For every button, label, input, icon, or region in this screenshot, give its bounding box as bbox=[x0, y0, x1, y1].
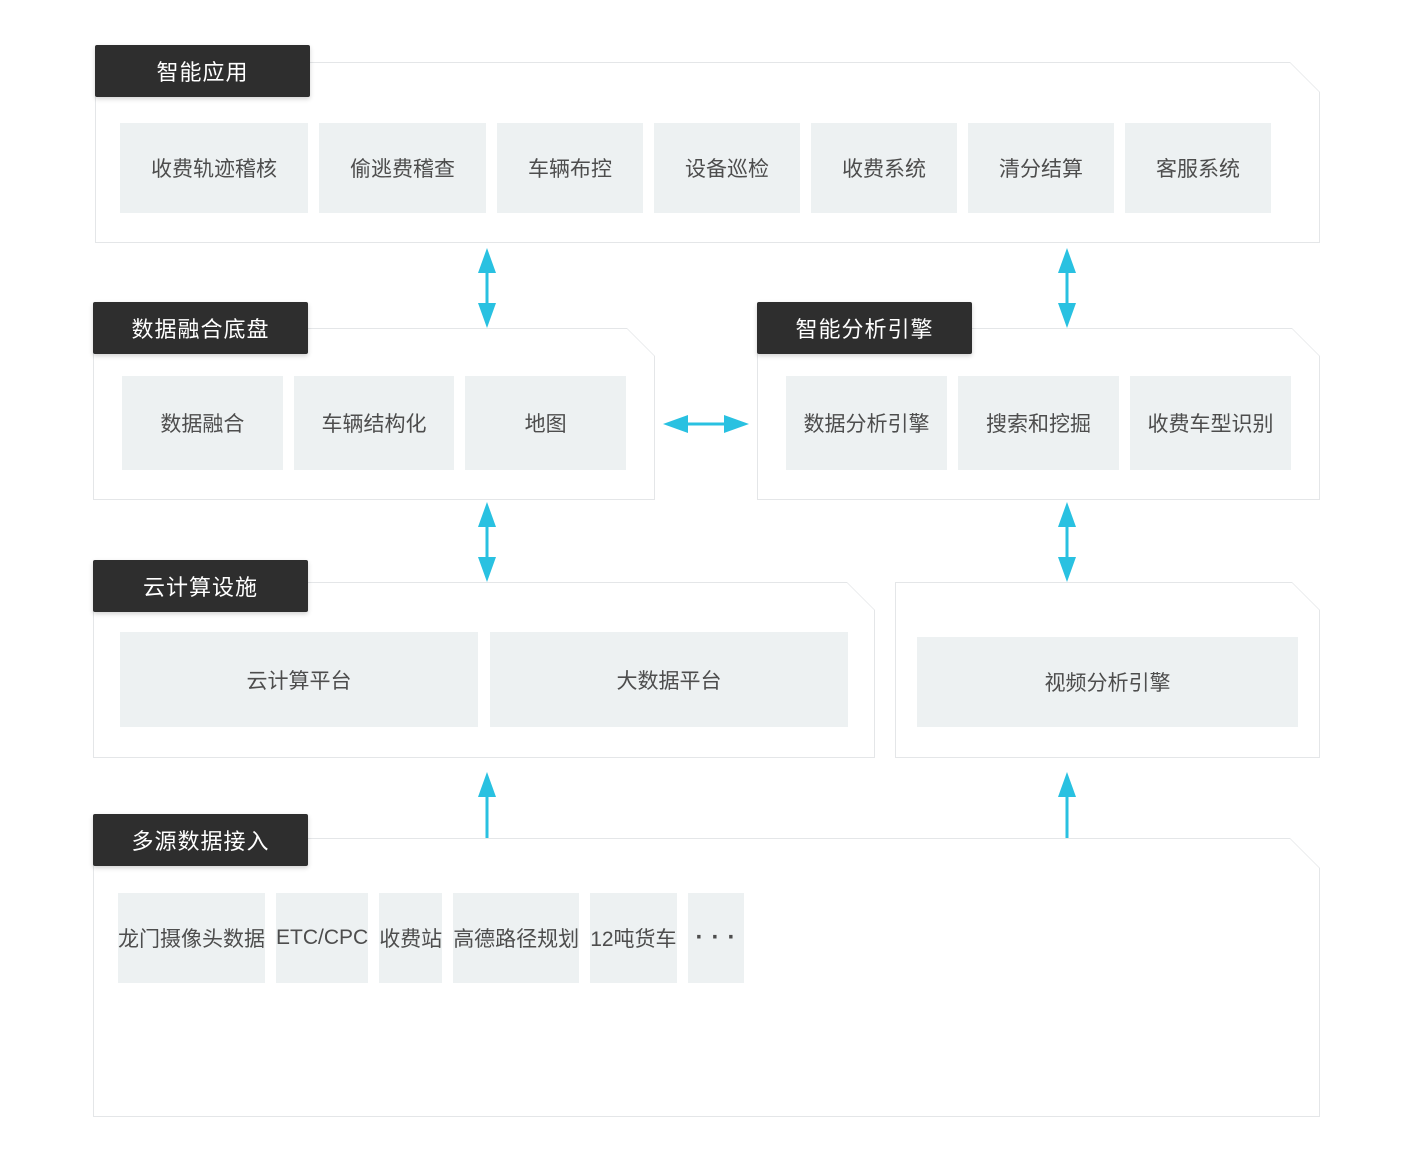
app-box-customer-service: 客服系统 bbox=[1125, 123, 1271, 213]
fusion-box-data-fusion: 数据融合 bbox=[122, 376, 283, 470]
panel-data-sources: 龙门摄像头数据 ETC/CPC 收费站 高德路径规划 12吨货车 ··· bbox=[93, 838, 1320, 1117]
fusion-box-map: 地图 bbox=[465, 376, 626, 470]
panel-analysis-engine: 数据分析引擎 搜索和挖掘 收费车型识别 bbox=[757, 328, 1320, 500]
source-box-amap-route-planning: 高德路径规划 bbox=[453, 893, 579, 983]
smart-apps-items: 收费轨迹稽核 偷逃费稽查 车辆布控 设备巡检 收费系统 清分结算 客服系统 bbox=[95, 62, 1320, 213]
analysis-engine-items: 数据分析引擎 搜索和挖掘 收费车型识别 bbox=[757, 328, 1320, 470]
analysis-box-toll-vehicle-type: 收费车型识别 bbox=[1130, 376, 1291, 470]
app-box-toll-track-audit: 收费轨迹稽核 bbox=[120, 123, 308, 213]
double-arrow-icon bbox=[1058, 502, 1076, 582]
cloud-box-cloud-platform: 云计算平台 bbox=[120, 632, 478, 727]
app-box-clearing-settlement: 清分结算 bbox=[968, 123, 1114, 213]
up-arrow-icon bbox=[1058, 772, 1076, 838]
analysis-box-data-analysis-engine: 数据分析引擎 bbox=[786, 376, 947, 470]
analysis-box-search-mining: 搜索和挖掘 bbox=[958, 376, 1119, 470]
panel-video-engine: 视频分析引擎 bbox=[895, 582, 1320, 758]
double-arrow-icon bbox=[478, 502, 496, 582]
app-box-toll-system: 收费系统 bbox=[811, 123, 957, 213]
double-arrow-icon bbox=[478, 248, 496, 328]
source-box-more-ellipsis: ··· bbox=[688, 893, 744, 983]
app-box-equipment-inspection: 设备巡检 bbox=[654, 123, 800, 213]
video-box-video-analysis-engine: 视频分析引擎 bbox=[917, 637, 1298, 727]
source-box-etc-cpc: ETC/CPC bbox=[276, 893, 368, 983]
double-arrow-icon bbox=[1058, 248, 1076, 328]
cloud-facilities-items: 云计算平台 大数据平台 bbox=[93, 582, 875, 727]
panel-smart-apps: 收费轨迹稽核 偷逃费稽查 车辆布控 设备巡检 收费系统 清分结算 客服系统 bbox=[95, 62, 1320, 243]
up-arrow-icon bbox=[478, 772, 496, 838]
source-box-12t-truck: 12吨货车 bbox=[590, 893, 676, 983]
video-engine-items: 视频分析引擎 bbox=[895, 582, 1320, 727]
label-data-fusion: 数据融合底盘 bbox=[93, 302, 308, 354]
label-data-sources: 多源数据接入 bbox=[93, 814, 308, 866]
label-analysis-engine: 智能分析引擎 bbox=[757, 302, 972, 354]
horizontal-double-arrow-icon bbox=[663, 415, 749, 433]
source-box-gantry-camera-data: 龙门摄像头数据 bbox=[118, 893, 265, 983]
app-box-vehicle-control: 车辆布控 bbox=[497, 123, 643, 213]
source-box-toll-station: 收费站 bbox=[379, 893, 442, 983]
app-box-fee-evasion-inspection: 偷逃费稽查 bbox=[319, 123, 486, 213]
label-smart-apps: 智能应用 bbox=[95, 45, 310, 97]
data-sources-items: 龙门摄像头数据 ETC/CPC 收费站 高德路径规划 12吨货车 ··· bbox=[93, 838, 1320, 983]
fusion-box-vehicle-structuring: 车辆结构化 bbox=[294, 376, 455, 470]
panel-data-fusion: 数据融合 车辆结构化 地图 bbox=[93, 328, 655, 500]
data-fusion-items: 数据融合 车辆结构化 地图 bbox=[93, 328, 655, 470]
label-cloud-facilities: 云计算设施 bbox=[93, 560, 308, 612]
cloud-box-bigdata-platform: 大数据平台 bbox=[490, 632, 848, 727]
